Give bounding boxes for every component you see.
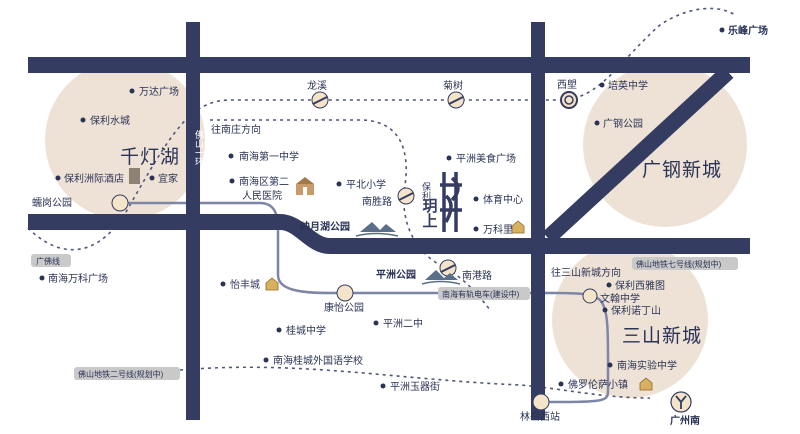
- poi-hospital-line1: 南海区第二: [239, 175, 289, 188]
- wenhan-station-icon: [582, 288, 598, 304]
- project-logo-name: 玥上: [421, 198, 438, 228]
- district-guanggang: 广钢新城: [642, 159, 722, 181]
- house-icons: [129, 168, 653, 391]
- hospital-icon: [296, 177, 314, 195]
- qiandeng-lake-district-circle: [45, 60, 205, 220]
- poi-poly-shuicheng: 保利水城: [90, 114, 130, 127]
- poi-pingzhou-park: 平洲公园: [376, 269, 416, 281]
- linyue-station-icon: [532, 393, 550, 411]
- poi-towards-sanshan: 往三山新城方向: [551, 266, 621, 279]
- transit-labels: 广佛线 佛山地铁七号线(规划中) 南海有轨电车(建设中) 佛山地铁二号线(规划中…: [31, 254, 738, 380]
- poi-guanggang-park: 广钢公园: [603, 117, 643, 130]
- yingyue-lake-park-icon: [360, 222, 396, 232]
- poi-pingzhou-yuqi-street: 平洲玉器街: [390, 380, 440, 393]
- poi-wanda-plaza: 万达广场: [139, 85, 179, 98]
- foguang-line-box: [31, 254, 71, 267]
- project-logo: 保利 玥上: [421, 168, 467, 238]
- poi-towards-nanzhuang: 往南庄方向: [211, 123, 261, 136]
- poi-nansheng-road: 南胜路: [362, 195, 392, 208]
- poi-jushu: 菊树: [443, 79, 463, 92]
- stations: [111, 91, 598, 411]
- poi-guicheng-middle: 桂城中学: [286, 324, 326, 337]
- nansheng-road-dashed-route: [210, 119, 491, 311]
- guangzhou-south-icon: [670, 391, 692, 413]
- guanggang-district-circle: [583, 63, 747, 227]
- project-logo-brand: 保利: [421, 181, 431, 200]
- poi-poly-xiya: 保利西雅图: [615, 279, 665, 292]
- xisu-station-icon: [560, 91, 578, 109]
- poi-pingzhou-no2-middle: 平洲二中: [383, 317, 423, 330]
- yifeng-house-icon: [265, 277, 279, 291]
- pingzhou-park-icon: [425, 270, 458, 280]
- district-sanshan: 三山新城: [622, 325, 702, 347]
- metro-line2-box: [74, 367, 180, 380]
- district-qiandeng-lake: 千灯湖: [120, 146, 180, 168]
- poi-labels: 万达广场 保利水城 保利洲际酒店 宜家 蠕岗公园 往南庄方向 南海第一中学 南海…: [32, 24, 768, 427]
- guangfo-line-route: [27, 7, 736, 251]
- foshan-ring-label: 佛山一环: [194, 129, 204, 167]
- poi-xisu: 西塱: [557, 78, 577, 91]
- poi-nanhai-experimental: 南海实验中学: [617, 359, 677, 372]
- park-icons: [355, 222, 461, 285]
- poi-pingzhou-food-plaza: 平洲美食广场: [456, 152, 516, 165]
- road-middle-horizontal: [28, 214, 750, 254]
- poi-yifeng-city: 怡丰城: [230, 278, 260, 291]
- poi-wenhan-middle: 文翰中学: [600, 292, 640, 305]
- road-diagonal-ne: [542, 66, 734, 244]
- poi-peiying-middle: 培英中学: [608, 79, 648, 92]
- tram-label: 南海有轨电车(建设中): [442, 289, 520, 299]
- poi-poly-nuodingshan: 保利诺丁山: [611, 304, 661, 317]
- poi-nanhai-vanke-plaza: 南海万科广场: [48, 272, 108, 285]
- line2-dashed-route: [179, 366, 651, 399]
- poi-hospital-line2: 人民医院: [242, 189, 282, 202]
- poi-sports-center: 体育中心: [483, 193, 523, 206]
- poi-leigang-park: 蠕岗公园: [32, 197, 72, 209]
- poi-pingbei-primary: 平北小学: [346, 178, 386, 191]
- poi-florence-town: 佛罗伦萨小镇: [568, 378, 628, 391]
- poi-lefeng-plaza: 乐峰广场: [728, 24, 768, 37]
- kangyi-station-icon: [336, 284, 354, 302]
- leigang-station-icon: [111, 194, 129, 212]
- florence-house-icon: [639, 377, 653, 391]
- poi-nanhai-no1-middle: 南海第一中学: [239, 150, 299, 163]
- poi-yijia: 宜家: [158, 172, 178, 185]
- poi-nanhai-guicheng-foreign: 南海桂城外国语学校: [273, 354, 363, 367]
- project-logo-mark: [440, 172, 462, 232]
- poi-nangang-road: 南港路: [462, 269, 492, 282]
- tram-box: [438, 287, 530, 300]
- sanshan-district-circle: [552, 242, 708, 398]
- metro-line-dotted: [27, 7, 736, 399]
- poi-dots: [39, 27, 725, 389]
- vanke-li-house-icon: [511, 220, 525, 234]
- poi-longxi: 龙溪: [307, 79, 327, 92]
- hotel-building-icon: [129, 168, 140, 184]
- metro-line2-label: 佛山地铁二号线(规划中): [78, 369, 164, 379]
- poi-guangzhou-south: 广州南: [670, 414, 700, 427]
- foguang-line-label: 广佛线: [36, 256, 60, 266]
- metro-line7-label: 佛山地铁七号线(规划中): [636, 259, 722, 269]
- poi-yingyue-lake-park: 映月湖公园: [300, 220, 350, 233]
- metro-line7-box: [632, 257, 738, 270]
- poi-kangyi-park: 康怡公园: [324, 301, 364, 314]
- poi-vanke-li: 万科里: [483, 223, 513, 236]
- poi-poly-hotel: 保利洲际酒店: [64, 172, 124, 185]
- roads: [28, 22, 750, 420]
- poi-linyue-west-station: 林岳西站: [520, 410, 560, 423]
